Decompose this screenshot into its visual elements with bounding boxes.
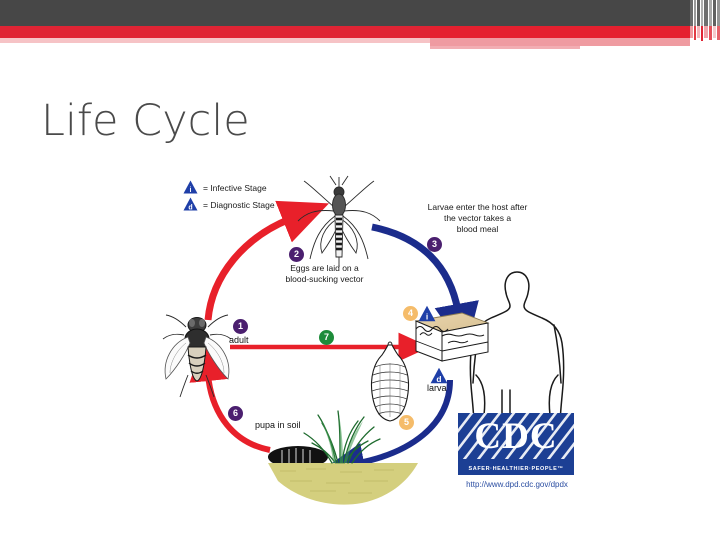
larva-illustration — [370, 341, 410, 422]
step-badge-3: 3 — [427, 237, 442, 252]
header-vbar-r4 — [701, 26, 703, 41]
step-badge-5: 5 — [399, 415, 414, 430]
header-red-bar-right — [430, 26, 690, 40]
header-pink-bar — [430, 38, 690, 46]
soil-mound-illustration — [268, 463, 418, 505]
header-vbar-1 — [690, 0, 693, 26]
step-badge-6: 6 — [228, 406, 243, 421]
header-vbar-r2 — [694, 26, 696, 40]
mosquito-illustration — [297, 175, 381, 267]
step-badge-7: 7 — [319, 330, 334, 345]
legend-label-infective: = Infective Stage — [203, 183, 267, 193]
cdc-logo-letters: CDC — [474, 416, 558, 457]
legend-row-infective: i = Infective Stage — [183, 180, 313, 197]
diagnostic-marker-icon: d — [430, 367, 448, 384]
header-vbar-r5 — [704, 26, 708, 38]
header-vbar-8 — [717, 0, 720, 26]
header-vbar-r8 — [717, 26, 720, 40]
legend-label-diagnostic: = Diagnostic Stage — [203, 200, 275, 210]
header-pink-thin-right — [430, 46, 580, 49]
caption-larvae-host: Larvae enter the host after the vector t… — [405, 202, 550, 235]
svg-text:d: d — [436, 374, 441, 384]
header-vbar-r7 — [713, 26, 716, 38]
skin-cross-section-illustration — [414, 312, 490, 362]
label-pupa-in-soil: pupa in soil — [255, 420, 301, 430]
header-pink-thin-left — [0, 38, 430, 43]
header-vbar-2 — [694, 0, 696, 26]
header-vbar-7 — [713, 0, 716, 26]
slide-header-decoration — [0, 0, 720, 52]
header-vbar-6 — [709, 0, 712, 26]
step-badge-1: 1 — [233, 319, 248, 334]
legend-row-diagnostic: d = Diagnostic Stage — [183, 197, 313, 214]
header-vbar-3 — [697, 0, 700, 26]
header-vbar-r3 — [697, 26, 700, 38]
header-vbar-5 — [704, 0, 708, 26]
triangle-infective-icon: i — [183, 180, 198, 194]
caption-larvae-host-text: Larvae enter the host after the vector t… — [427, 202, 528, 234]
header-vbar-r1 — [690, 26, 693, 38]
diagram-legend: i = Infective Stage d = Diagnostic Stage — [183, 180, 313, 214]
label-adult: adult — [229, 335, 249, 345]
step-badge-4: 4 — [403, 306, 418, 321]
label-larva: larva — [427, 383, 447, 393]
page-title: Life Cycle — [41, 96, 250, 146]
svg-text:i: i — [426, 312, 428, 322]
adult-fly-illustration — [162, 314, 232, 398]
svg-text:d: d — [188, 205, 192, 212]
caption-eggs-line1: Eggs are laid on a blood-sucking vector — [262, 263, 387, 285]
header-dark-bar — [0, 0, 690, 26]
cdc-logo-tagline: SAFER·HEALTHIER·PEOPLE™ — [468, 466, 564, 472]
cdc-url: http://www.dpd.cdc.gov/dpdx — [466, 480, 568, 489]
header-vbar-4 — [701, 0, 703, 26]
step-badge-2: 2 — [289, 247, 304, 262]
header-vbar-r6 — [709, 26, 712, 40]
pupa-illustration — [268, 446, 328, 468]
life-cycle-diagram: i = Infective Stage d = Diagnostic Stage… — [150, 175, 590, 515]
triangle-diagnostic-icon: d — [183, 197, 198, 211]
grass-fill — [320, 415, 363, 463]
caption-eggs-text: Eggs are laid on a blood-sucking vector — [285, 263, 364, 284]
cdc-logo: CDC SAFER·HEALTHIER·PEOPLE™ — [458, 413, 574, 475]
cdc-logo-stripes — [458, 413, 574, 475]
svg-text:i: i — [190, 187, 192, 194]
infective-marker-icon: i — [418, 305, 436, 322]
